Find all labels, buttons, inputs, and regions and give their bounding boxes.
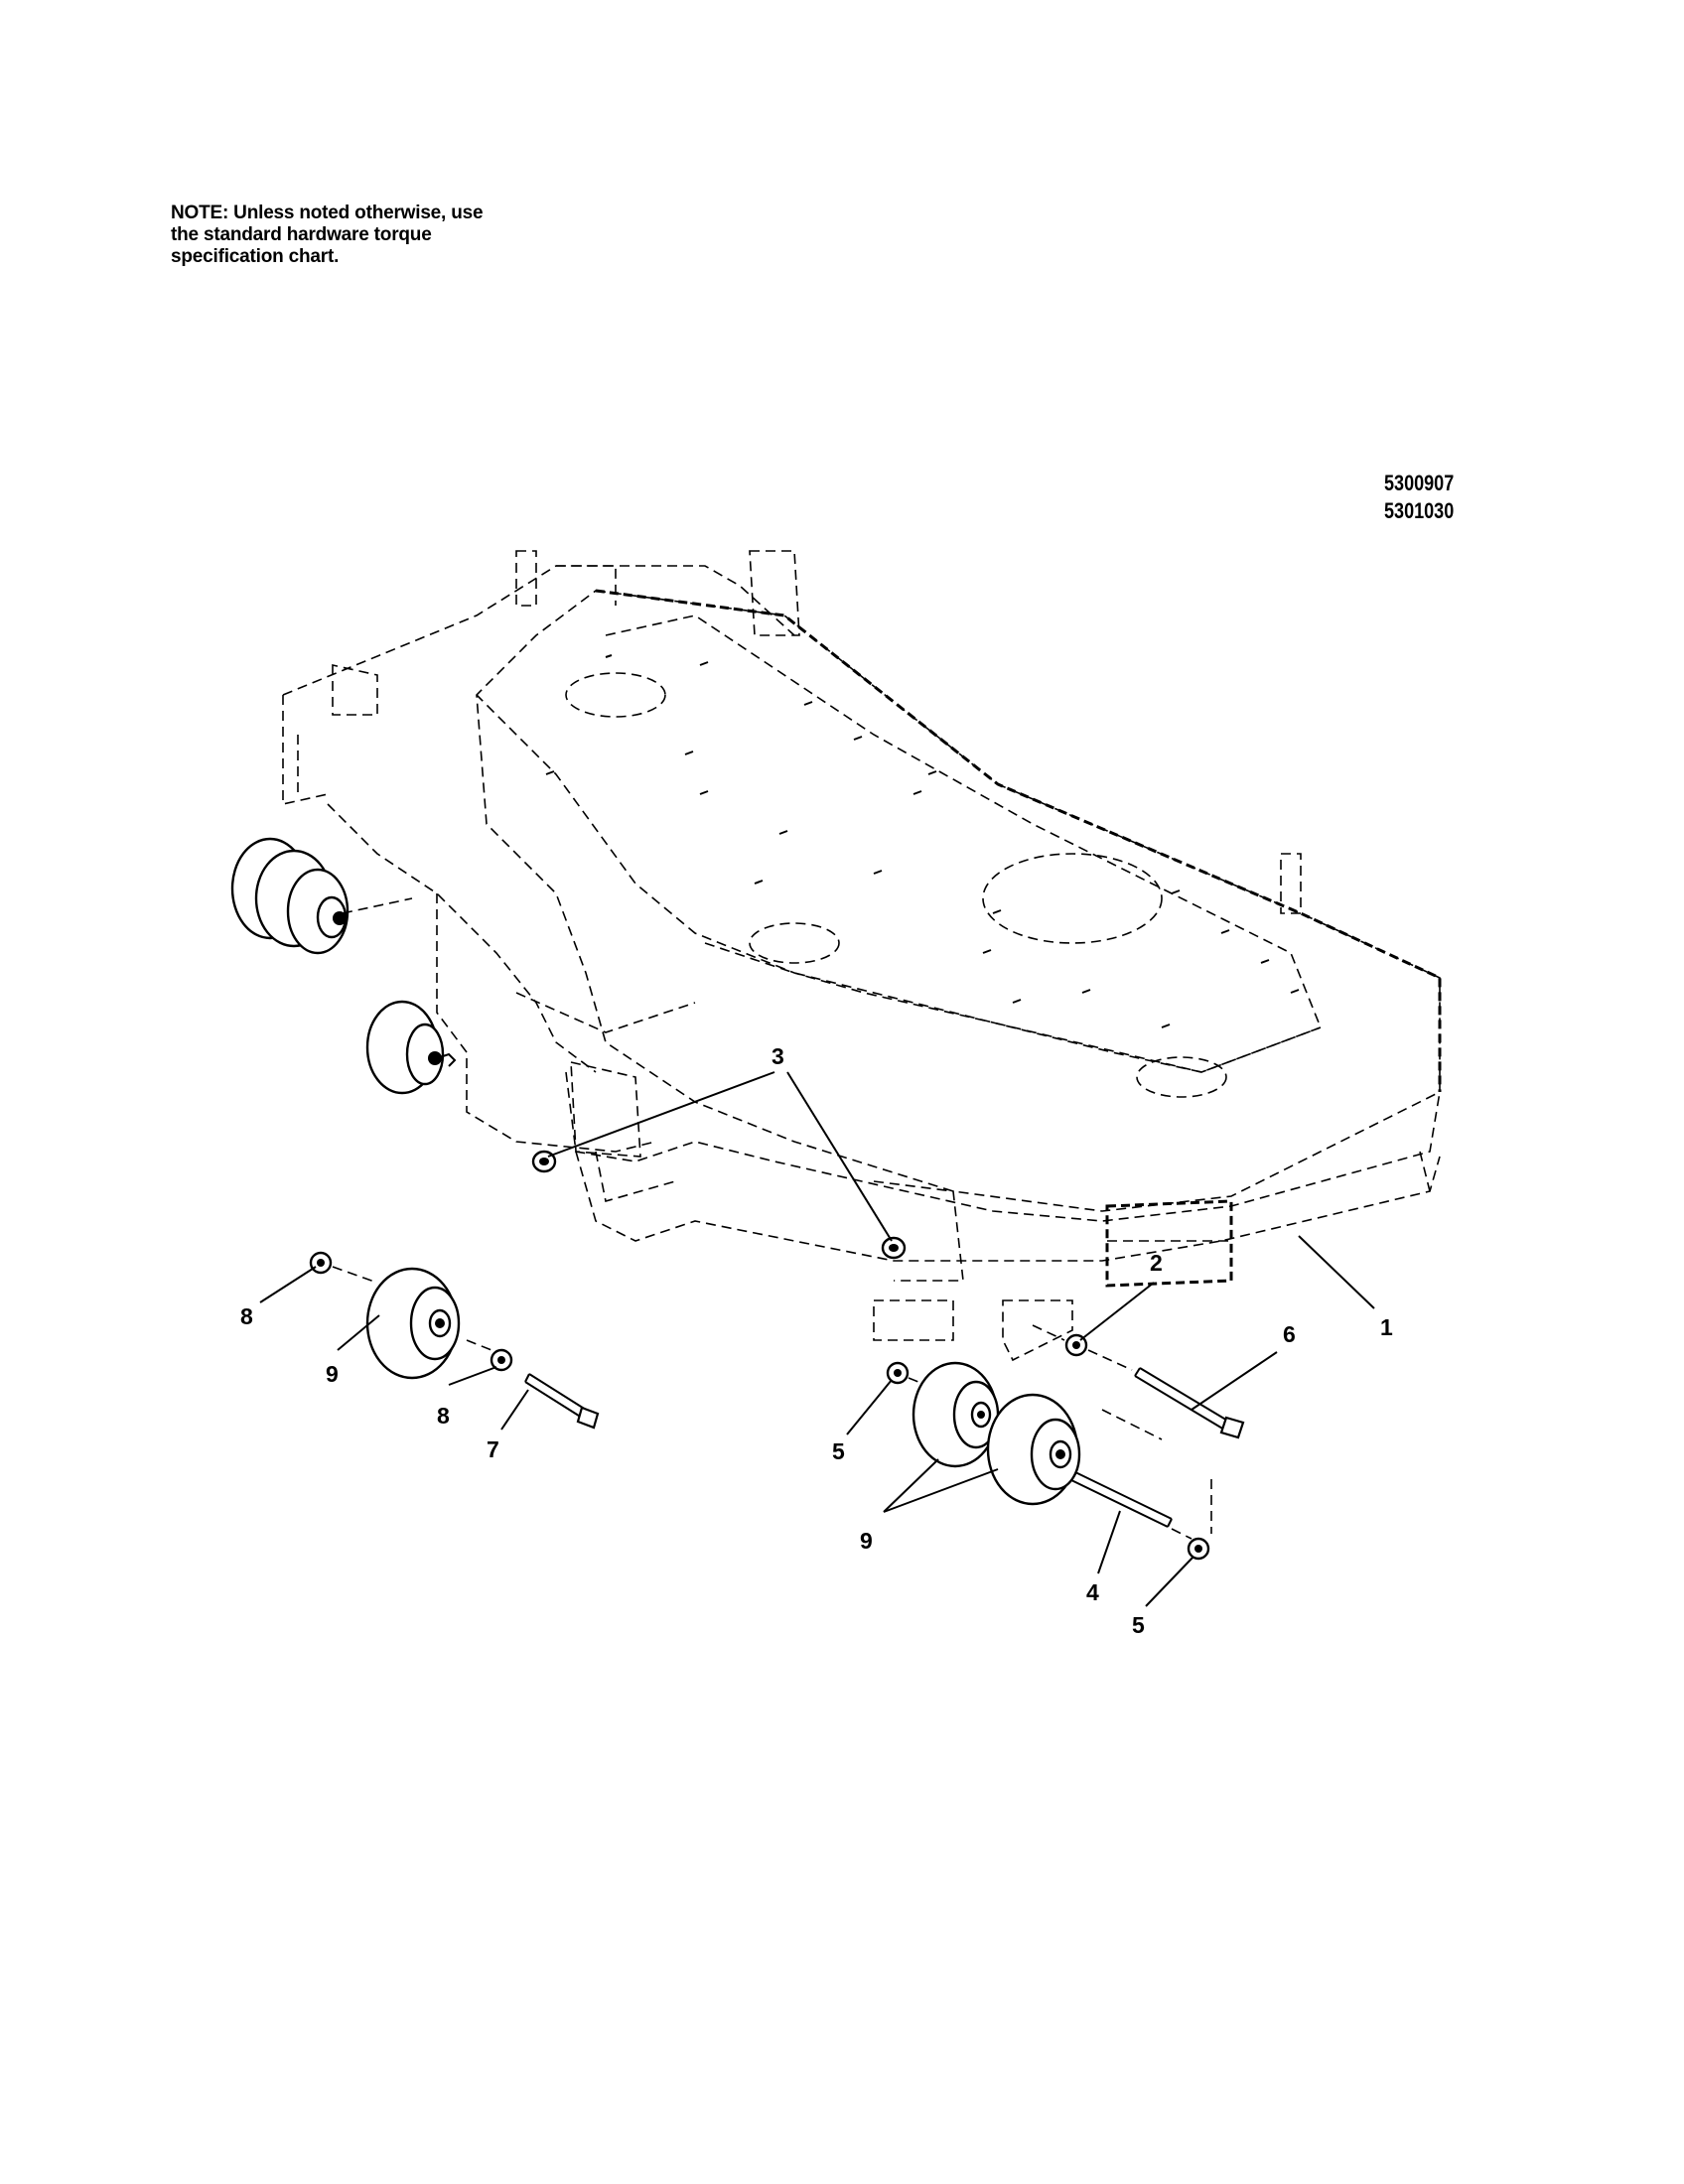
callout-7: 7 — [487, 1436, 499, 1462]
part-number-1: 5300907 — [1384, 471, 1455, 495]
leader-lines — [259, 1071, 1375, 1607]
bolt-item-7 — [524, 1373, 600, 1430]
wheel-item-9-left — [365, 1267, 461, 1380]
washer-item-8-upper — [309, 1251, 333, 1275]
washer-item-5-lower — [1187, 1537, 1210, 1561]
wheel-item-9-right-a — [912, 1361, 1000, 1468]
note-line-3: specification chart. — [171, 246, 340, 267]
part-number-2: 5301030 — [1384, 498, 1455, 523]
washer-item-8-lower — [490, 1348, 513, 1372]
callout-9-left: 9 — [326, 1361, 339, 1387]
callout-8-lower: 8 — [437, 1403, 450, 1429]
callout-labels: 1 2 3 4 5 5 6 7 8 8 9 9 — [240, 1043, 1393, 1638]
mower-deck-outline — [282, 550, 1442, 1362]
callout-8-upper: 8 — [240, 1303, 253, 1329]
installed-caster-wheel-front — [230, 837, 413, 955]
torque-note: NOTE: Unless noted otherwise, use the st… — [171, 203, 588, 268]
note-line-2: the standard hardware torque — [171, 224, 432, 245]
axle-item-4 — [1070, 1471, 1173, 1528]
callout-6: 6 — [1283, 1321, 1296, 1347]
washer-item-5-upper — [886, 1361, 910, 1385]
bolt-item-6 — [1134, 1367, 1245, 1439]
deck-slots — [545, 654, 1300, 1028]
callout-4: 4 — [1086, 1579, 1099, 1605]
nut-item-3-right — [881, 1236, 907, 1260]
callout-3: 3 — [772, 1043, 784, 1069]
callout-9-right: 9 — [860, 1528, 873, 1554]
callout-5-upper: 5 — [832, 1438, 845, 1464]
callout-2: 2 — [1150, 1250, 1163, 1276]
note-line-1: NOTE: Unless noted otherwise, use — [171, 203, 484, 223]
installed-caster-wheel-rear — [365, 1000, 457, 1095]
part-numbers: 5300907 5301030 — [1384, 470, 1454, 525]
callout-5-lower: 5 — [1132, 1612, 1145, 1638]
wheel-item-9-right-b — [986, 1393, 1081, 1506]
callout-1: 1 — [1380, 1314, 1393, 1340]
